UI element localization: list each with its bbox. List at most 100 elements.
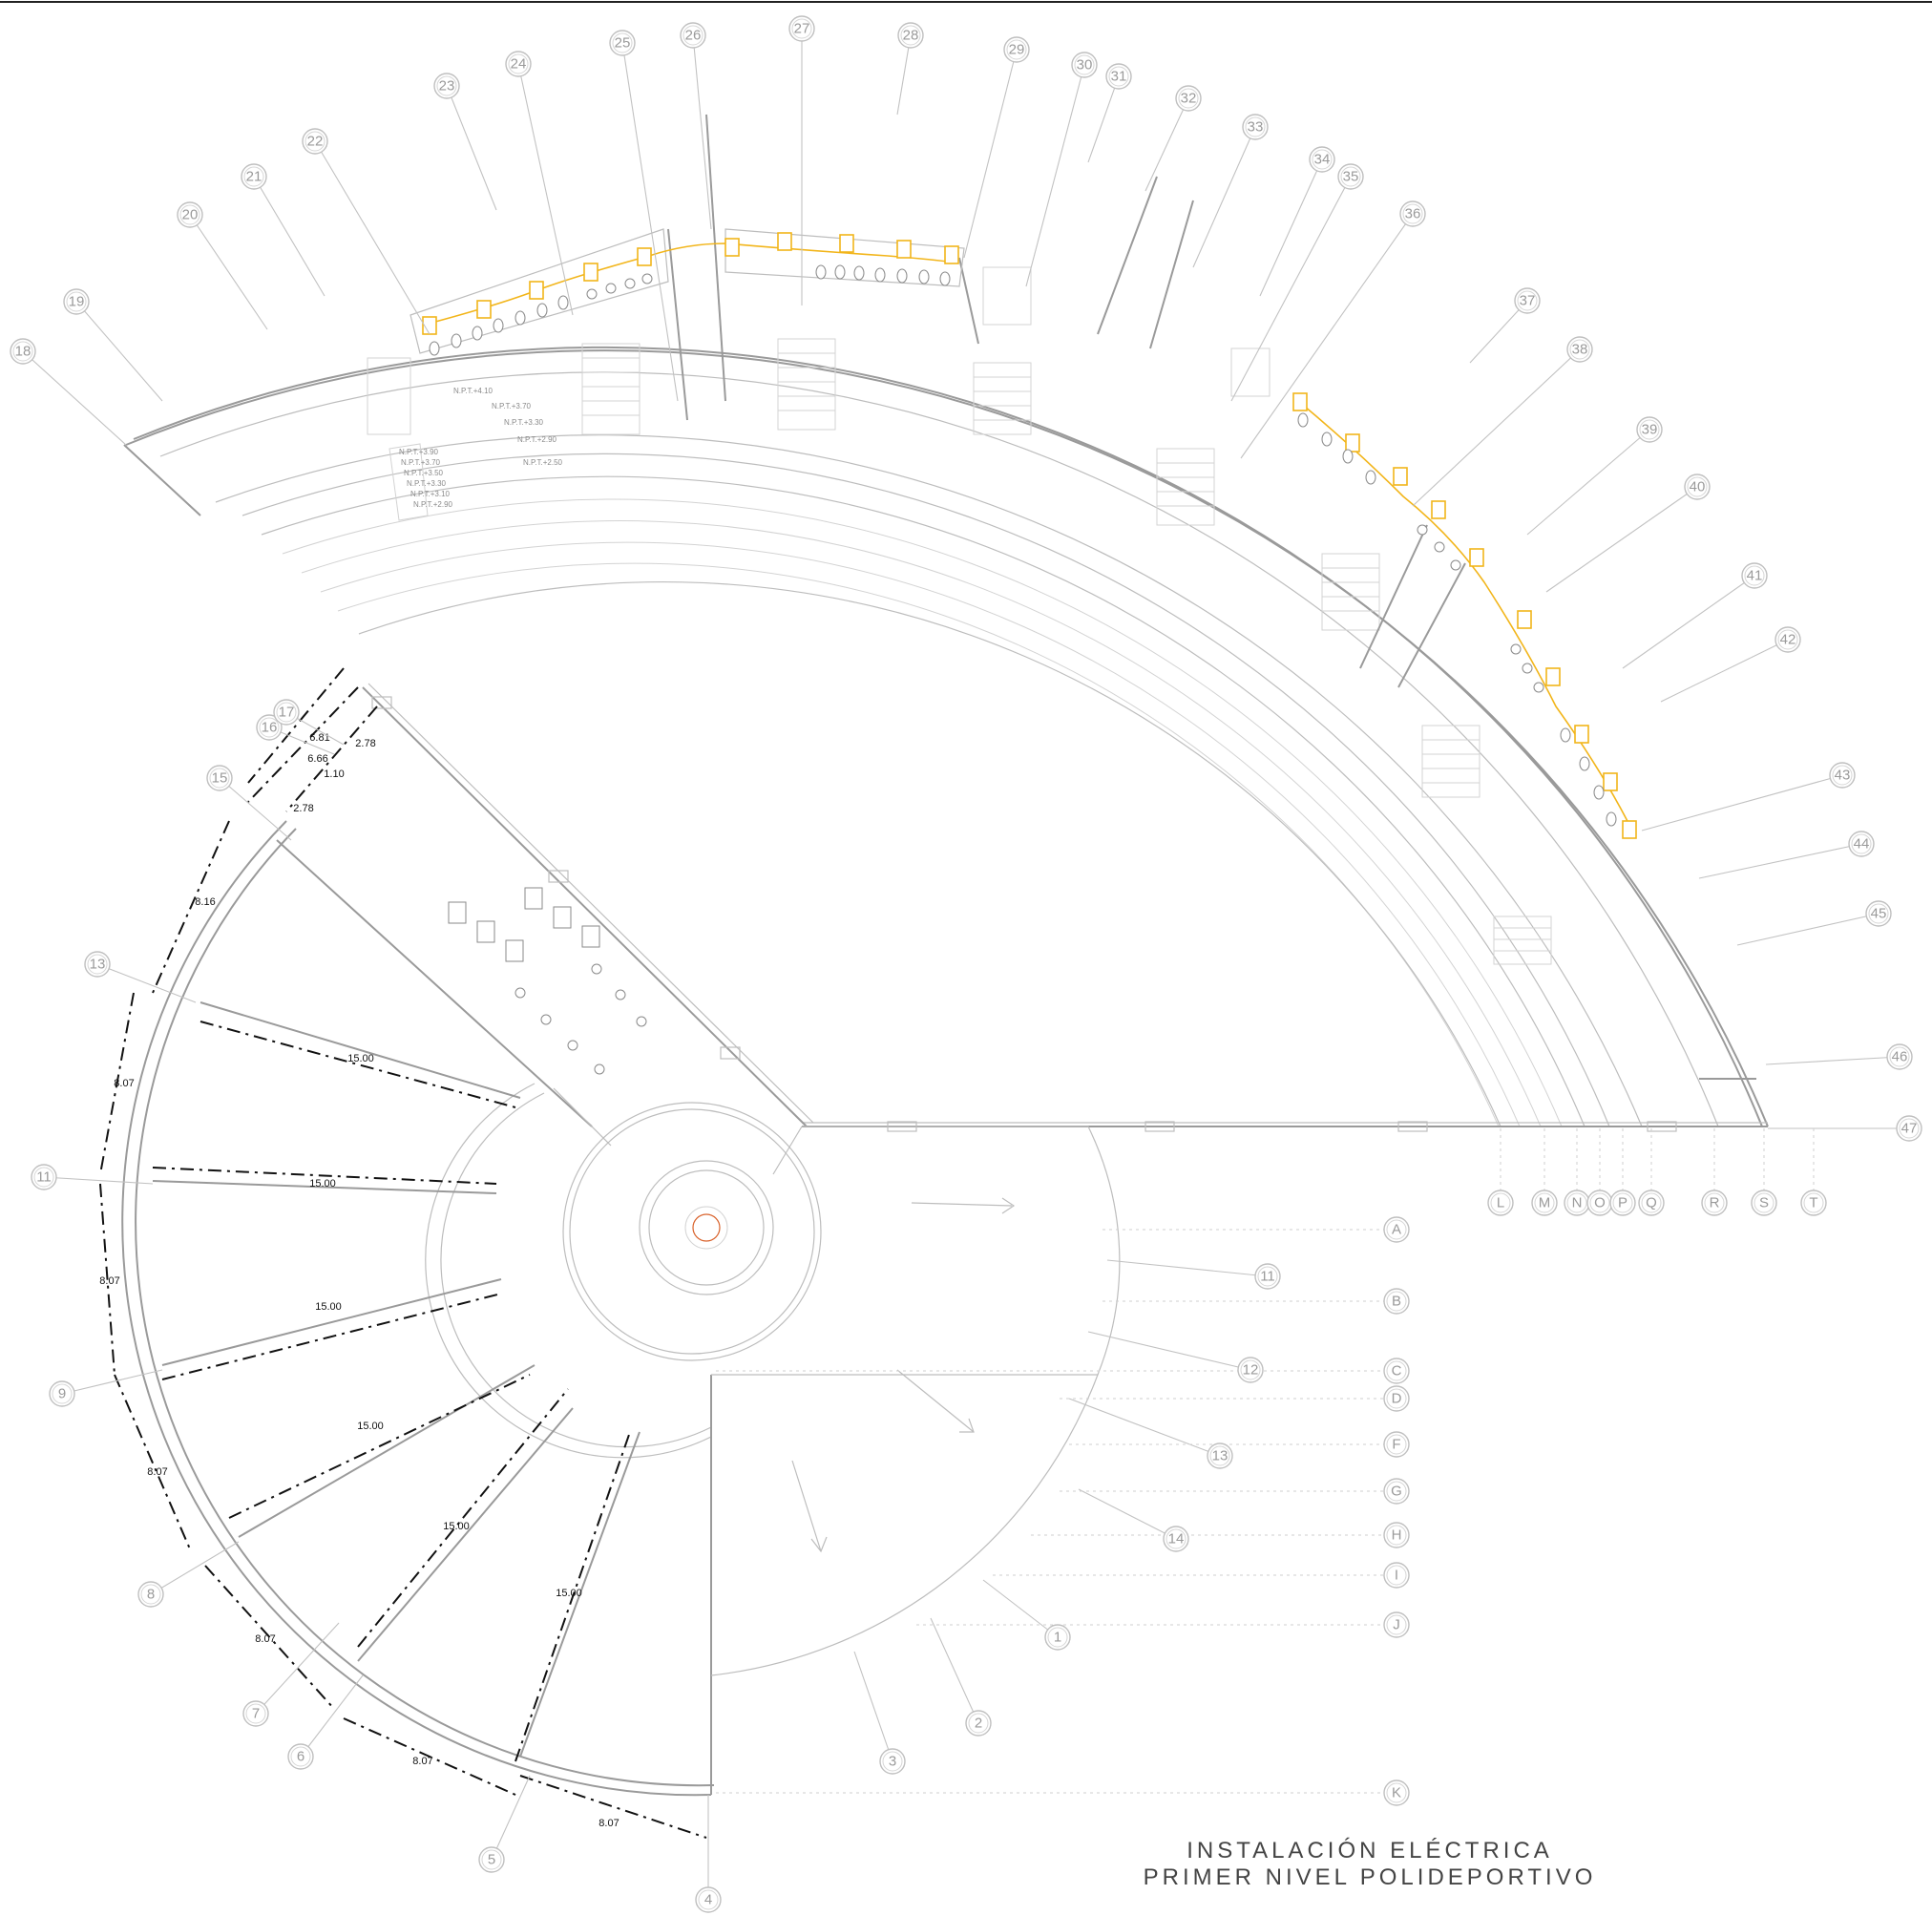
grid-bubble-number: 22 <box>302 128 328 155</box>
center-fixture <box>692 1213 721 1242</box>
grid-bubble-number: 13 <box>84 951 111 978</box>
grid-bubble-number: 3 <box>879 1748 906 1775</box>
grid-bubble-circle <box>1399 200 1426 227</box>
drawing-subtitle: PRIMER NIVEL POLIDEPORTIVO <box>1143 1864 1597 1890</box>
grid-bubble-label: 46 <box>1892 1049 1908 1065</box>
grid-bubble-inner <box>1490 1192 1511 1213</box>
grid-bubble-circle <box>788 15 815 42</box>
grid-bubble-circle <box>1383 1431 1410 1458</box>
grid-bubble-label: 41 <box>1747 568 1763 584</box>
grid-bubble-inner <box>1178 88 1199 109</box>
grid-bubble-circle <box>478 1846 505 1873</box>
grid-bubble-number: 13 <box>1207 1442 1233 1469</box>
grid-bubble-label: 37 <box>1520 293 1536 309</box>
grid-bubble-number: 20 <box>177 201 203 228</box>
grid-bubble-letter: D <box>1383 1385 1410 1412</box>
grid-bubble-inner <box>245 1703 266 1724</box>
grid-bubble-circle <box>1896 1115 1922 1142</box>
grid-bubble-number: 12 <box>1237 1357 1264 1383</box>
grid-bubble-number: 30 <box>1071 52 1098 78</box>
grid-bubble-label: L <box>1497 1195 1504 1211</box>
grid-bubble-label: 38 <box>1572 342 1588 358</box>
grid-bubble-circle <box>680 22 706 49</box>
grid-bubble-inner <box>1047 1627 1068 1648</box>
grid-bubble-inner <box>33 1167 54 1188</box>
dimension-label: 8.16 <box>195 896 215 908</box>
grid-bubble-label: 1 <box>1054 1630 1061 1646</box>
grid-bubble-circle <box>1237 1357 1264 1383</box>
grid-bubble-label: 11 <box>1260 1269 1275 1285</box>
grid-bubble-circle <box>1105 63 1132 90</box>
grid-bubble-label: 43 <box>1835 768 1851 784</box>
grid-bubble-circle <box>1242 114 1269 140</box>
level-label: N.P.T.+4.10 <box>453 387 494 395</box>
dimension-label: 8.07 <box>147 1466 167 1478</box>
grid-bubble-inner <box>1257 1266 1278 1287</box>
diagonal-connector-wing <box>276 683 814 1127</box>
grid-bubble-number: 16 <box>256 714 283 741</box>
grid-bubble-number: 41 <box>1741 562 1768 589</box>
level-label: N.P.T.+3.70 <box>492 402 532 411</box>
grid-bubble-inner <box>1209 1445 1230 1466</box>
dimension-label: 8.07 <box>114 1078 134 1089</box>
grid-bubble-circle <box>256 714 283 741</box>
grid-bubble-circle <box>1531 1190 1558 1216</box>
grid-bubble-circle <box>1383 1779 1410 1806</box>
dimension-label: 15.00 <box>443 1521 470 1532</box>
grid-bubble-number: 32 <box>1175 85 1202 112</box>
grid-bubble-inner <box>209 768 230 789</box>
grid-bubble-inner <box>698 1889 719 1910</box>
grid-bubble-circle <box>1207 1442 1233 1469</box>
grid-bubble-circle <box>1514 287 1541 314</box>
grid-bubble-letter: M <box>1531 1190 1558 1216</box>
grid-bubble-letter: L <box>1487 1190 1514 1216</box>
grid-bubble-label: 31 <box>1111 69 1127 85</box>
dimension-lines: 6.81 2.78 6.66 1.10 2.78 8.16 8.07 8.07 … <box>99 667 707 1839</box>
drawing-title: INSTALACIÓN ELÉCTRICA <box>1186 1838 1553 1863</box>
grid-bubble-number: 7 <box>242 1700 269 1727</box>
grid-bubble-inner <box>1386 1434 1407 1455</box>
restroom-block-north <box>410 228 1637 839</box>
grid-bubble-circle <box>1701 1190 1728 1216</box>
grid-bubble-number: 24 <box>505 51 532 77</box>
electrical-circuit-east <box>1292 392 1637 839</box>
grid-bubble-number: 44 <box>1848 831 1875 857</box>
drawing-title-block: INSTALACIÓN ELÉCTRICA PRIMER NIVEL POLID… <box>1131 1838 1608 1891</box>
grid-bubble-number: 18 <box>10 338 36 365</box>
grid-bubble-number: 11 <box>31 1164 57 1190</box>
grid-bubble-label: 39 <box>1642 422 1658 438</box>
grid-bubble-label: 2 <box>975 1716 982 1732</box>
stadium-stands <box>123 114 1769 1132</box>
level-label: N.P.T.+3.30 <box>504 418 544 427</box>
grid-bubble-inner <box>140 1584 161 1605</box>
grid-bubble-inner <box>12 341 33 362</box>
grid-bubble-inner <box>481 1849 502 1870</box>
grid-bubble-inner <box>52 1383 73 1404</box>
grid-bubble-label: G <box>1391 1484 1402 1500</box>
grid-bubble-number: 45 <box>1865 900 1892 927</box>
grid-bubble-label: 13 <box>1212 1448 1228 1464</box>
grid-bubble-circle <box>1751 1190 1777 1216</box>
grid-bubble-circle <box>1163 1526 1189 1552</box>
grid-bubble-inner <box>508 53 529 74</box>
grid-bubble-inner <box>179 204 200 225</box>
grid-bubble-number: 29 <box>1003 36 1030 63</box>
grid-bubble-circle <box>242 1700 269 1727</box>
grid-bubble-letter: H <box>1383 1522 1410 1548</box>
level-annotations: N.P.T.+4.10 N.P.T.+3.70 N.P.T.+3.30 N.P.… <box>388 387 563 521</box>
grid-bubble-label: A <box>1392 1222 1401 1238</box>
grid-bubble-inner <box>1612 1192 1633 1213</box>
grid-bubble-label: 20 <box>182 207 199 223</box>
grid-bubble-inner <box>882 1751 903 1772</box>
grid-bubble-circle <box>1487 1190 1514 1216</box>
dimension-label: 6.66 <box>307 753 327 765</box>
dimension-label: 1.10 <box>324 769 344 780</box>
grid-bubble-circle <box>1609 1190 1636 1216</box>
grid-bubble-inner <box>436 75 457 96</box>
grid-bubble-label: 16 <box>262 720 278 736</box>
grid-bubble-letter: J <box>1383 1611 1410 1638</box>
grid-bubble-circle <box>1003 36 1030 63</box>
grid-bubble-circle <box>10 338 36 365</box>
grid-leaders <box>22 29 1909 1900</box>
